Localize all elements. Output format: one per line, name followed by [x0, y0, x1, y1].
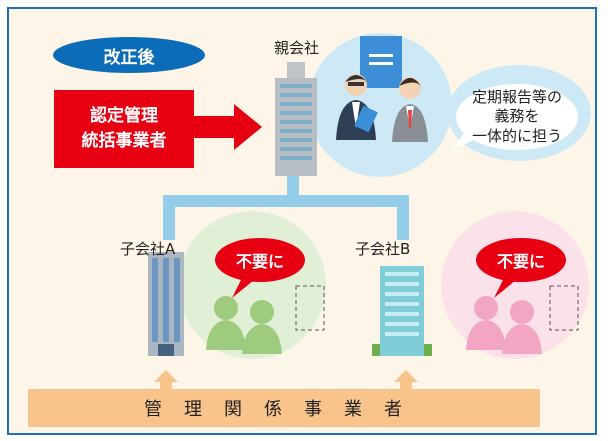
subsidiary-b-building-icon — [372, 266, 432, 356]
callout-a-tail — [232, 278, 254, 298]
bottom-bar: 管理関係事業者 — [28, 389, 540, 427]
subsidiary-a-callout: 不要に — [215, 238, 305, 282]
badge-after-revision: 改正後 — [53, 37, 205, 73]
parent-label: 親会社 — [274, 39, 320, 57]
bubble-line-3: 一体的に担う — [471, 126, 562, 145]
callout-b-tail — [494, 278, 516, 298]
certified-box: 認定管理 統括事業者 — [54, 90, 194, 168]
subsidiary-b-label: 子会社B — [355, 240, 411, 258]
subsidiary-a-label: 子会社A — [120, 240, 176, 258]
people-b-icon — [466, 296, 542, 354]
bubble-line-2: 義務を — [494, 107, 540, 126]
parent-bubble: 定期報告等の 義務を 一体的に担う — [456, 84, 578, 150]
certified-line-2: 統括事業者 — [81, 131, 167, 151]
document-icon — [360, 36, 402, 88]
subsidiary-a-building-icon — [148, 252, 184, 356]
dashed-document-a — [295, 285, 325, 331]
bubble-line-1: 定期報告等の — [471, 87, 562, 106]
dashed-document-b — [549, 285, 579, 331]
up-arrows — [154, 370, 418, 390]
red-arrow-icon — [194, 104, 262, 150]
people-a-icon — [206, 296, 282, 354]
subsidiary-b-callout: 不要に — [476, 238, 566, 282]
connector-lines — [163, 170, 409, 240]
businessmen-icon — [336, 74, 428, 142]
certified-line-1: 認定管理 — [90, 105, 158, 126]
parent-building-icon — [275, 62, 317, 176]
